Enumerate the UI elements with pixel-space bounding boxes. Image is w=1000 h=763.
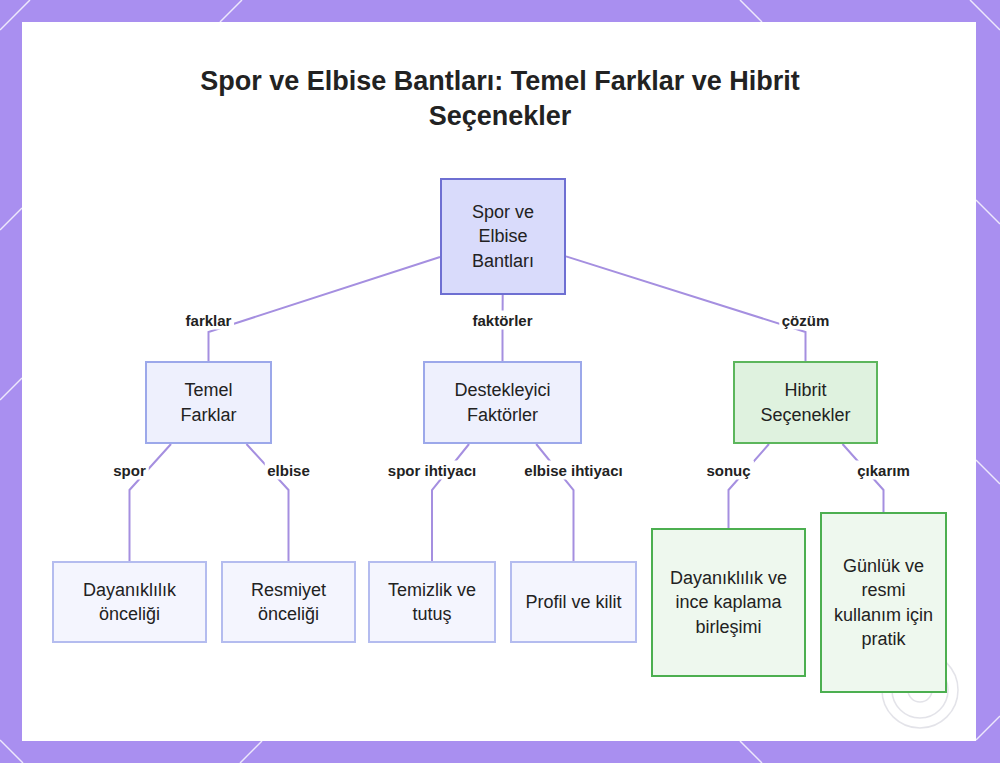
topic-box: Destekleyici Faktörler [423, 361, 582, 444]
topic-box: Hibrit Seçenekler [733, 361, 878, 444]
edge-label: spor ihtiyacı [385, 461, 479, 480]
topic-box: Temizlik ve tutuş [368, 561, 496, 643]
topic-box: Resmiyet önceliği [221, 561, 356, 643]
node-text: Dayanıklılık ve ince kaplama birleşimi [663, 566, 794, 639]
edge-label: sonuç [703, 461, 753, 480]
edge-label: çıkarım [854, 461, 913, 480]
edge-label: elbise ihtiyacı [521, 461, 625, 480]
node-text: Temel Farklar [157, 378, 260, 427]
edge-label: spor [110, 461, 149, 480]
node-text: Dayanıklılık önceliği [64, 578, 195, 627]
node-text: Resmiyet önceliği [233, 578, 344, 627]
connector-line [209, 257, 441, 361]
edge-label: elbise [264, 461, 313, 480]
edge-label: çözüm [779, 311, 833, 330]
topic-box: Profil ve kilit [510, 561, 637, 643]
node-text: Destekleyici Faktörler [435, 378, 570, 427]
node-text: Profil ve kilit [525, 590, 621, 614]
topic-box: Dayanıklılık önceliği [52, 561, 207, 643]
node-text: Günlük ve resmi kullanım için pratik [832, 554, 935, 651]
node-text: Hibrit Seçenekler [745, 378, 866, 427]
connector-line [729, 444, 769, 528]
white-panel [22, 22, 976, 741]
edge-label: farklar [183, 311, 235, 330]
topic-box: Dayanıklılık ve ince kaplama birleşimi [651, 528, 806, 677]
root-box: Spor ve Elbise Bantları [440, 178, 566, 295]
topic-box: Temel Farklar [145, 361, 272, 444]
topic-box: Günlük ve resmi kullanım için pratik [820, 512, 947, 693]
node-text: Temizlik ve tutuş [380, 578, 484, 627]
edge-label: faktörler [469, 311, 535, 330]
connector-line [566, 256, 806, 361]
node-text: Spor ve Elbise Bantları [452, 200, 554, 273]
diagram-title: Spor ve Elbise Bantları: Temel Farklar v… [150, 64, 850, 134]
